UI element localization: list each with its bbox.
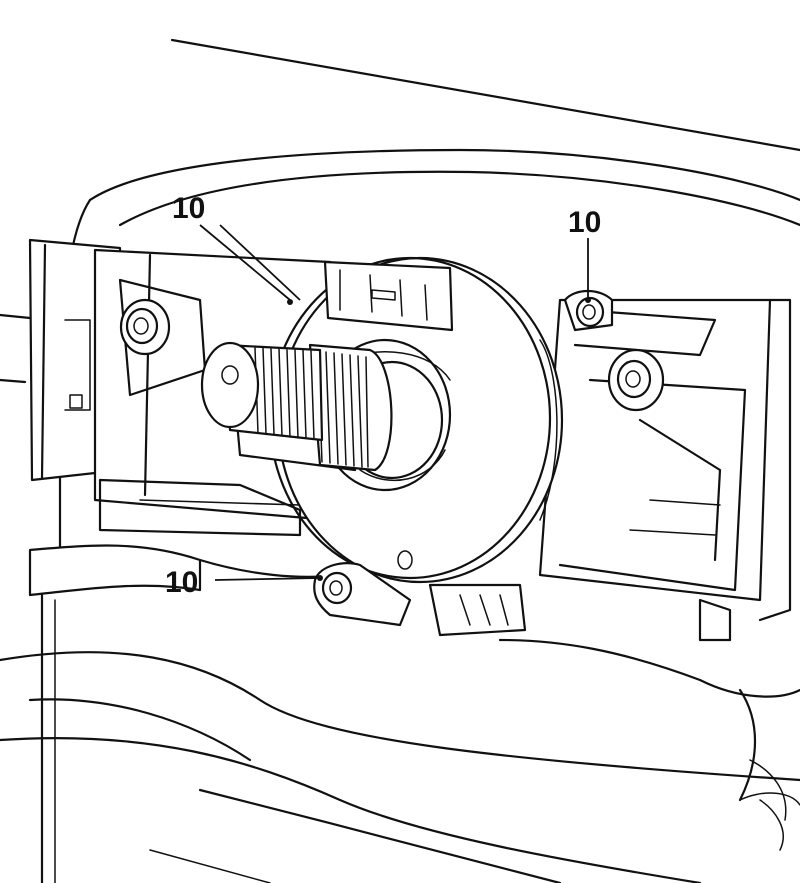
leader-dot [317, 575, 323, 581]
callout-label: 10 [172, 192, 205, 225]
callout-leaders [199, 224, 591, 581]
leader-dot [585, 297, 591, 303]
callout-label: 10 [568, 206, 601, 239]
leader-dot [287, 299, 293, 305]
steering-shaft [200, 341, 393, 472]
callout-label: 10 [165, 566, 198, 599]
lower-harness [28, 544, 800, 851]
right-bracket [538, 298, 792, 642]
